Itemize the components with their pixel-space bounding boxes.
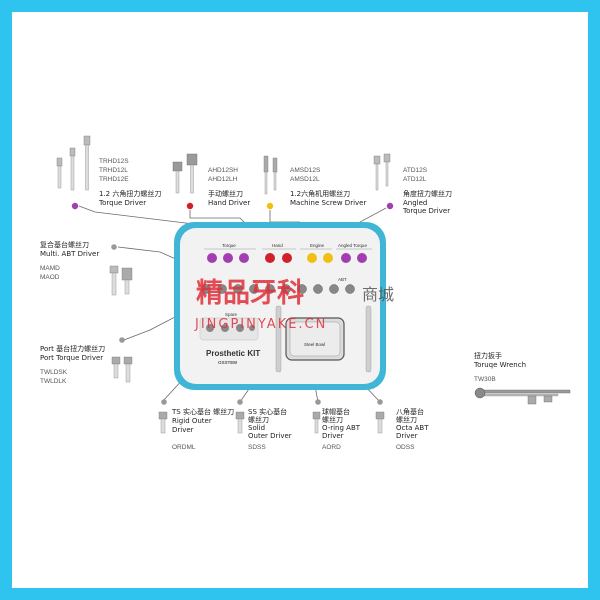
hand-driver-code-2: AHD12LH: [208, 176, 238, 183]
rigid-outer-driver-name-cn: TS 实心基台 螺丝刀: [171, 407, 234, 416]
torque-driver-code-1: TRHD12S: [99, 158, 129, 165]
torque-wrench-name-en: Toruqe Wrench: [473, 361, 526, 369]
angled-torque-driver-illustration: [373, 153, 394, 210]
octa-abt-driver-name-en-1: Octa ABT: [396, 424, 429, 432]
kit-brand: OSSTEM: [218, 360, 237, 365]
machine-screw-driver-illustration: [263, 155, 278, 210]
multi-abt-driver-code-2: MAOD: [40, 274, 60, 281]
kit-label-spare: Spare: [225, 312, 238, 317]
kit-label-engine: Engine: [310, 243, 325, 248]
torque-driver-name-cn: 1.2 六角扭力螺丝刀: [99, 189, 161, 198]
oring-abt-driver-name-cn-1: 球帽基台: [322, 407, 350, 416]
rigid-outer-driver-code: ORDML: [172, 444, 196, 451]
machine-screw-driver-name-cn: 1.2六角机用螺丝刀: [290, 189, 350, 198]
watermark-mall: 商城: [362, 285, 394, 304]
multi-abt-driver-code-1: MAMD: [40, 265, 60, 272]
oring-abt-driver-code: AORD: [322, 444, 341, 451]
angled-torque-driver-name-en-1: Angled: [403, 199, 427, 207]
machine-screw-driver-code-1: AMSD12S: [290, 167, 321, 174]
port-torque-driver-illustration: [111, 356, 133, 383]
octa-abt-driver-illustration: [375, 411, 385, 434]
multi-abt-driver-name-cn: 复合基台螺丝刀: [40, 240, 89, 249]
oring-abt-driver-illustration: [312, 411, 321, 434]
torque-wrench-illustration: [474, 387, 571, 405]
oring-abt-driver-name-cn-2: 螺丝刀: [322, 415, 343, 424]
kit-label-angled-torque: Angled Torque: [338, 243, 367, 248]
watermark-brand: 精品牙科: [196, 278, 304, 309]
angled-torque-driver-color-dot: [386, 202, 394, 210]
torque-wrench-name-cn: 扭力扳手: [474, 351, 502, 360]
hand-driver-name-en: Hand Driver: [208, 199, 250, 207]
port-torque-driver-name-cn: Port 基台扭力螺丝刀: [40, 344, 105, 353]
torque-driver-illustration: [56, 135, 91, 210]
hand-driver-color-dot: [186, 202, 194, 210]
hand-driver-illustration: [172, 153, 198, 210]
machine-screw-driver-code-2: AMSD12L: [290, 176, 320, 183]
solid-outer-driver-name-cn-1: SS 实心基台: [248, 407, 287, 416]
watermark-url: JINGPINYAKE.CN: [194, 317, 327, 332]
solid-outer-driver-name-cn-2: 螺丝刀: [248, 415, 269, 424]
torque-driver-code-2: TRHD12L: [99, 167, 128, 174]
kit-steel-bowl-label: Steel Bowl: [304, 342, 325, 347]
octa-abt-driver-name-cn-2: 螺丝刀: [396, 415, 417, 424]
solid-outer-driver-name-en-2: Outer Driver: [248, 432, 292, 440]
torque-driver-name-en: Torque Driver: [98, 199, 146, 207]
multi-abt-driver-dot: [111, 244, 117, 250]
angled-torque-driver-code-2: ATD12L: [403, 176, 427, 183]
octa-abt-driver-name-cn-1: 八角基台: [396, 407, 424, 416]
torque-wrench-code: TW30B: [474, 376, 496, 383]
angled-torque-driver-name-en-2: Torque Driver: [402, 207, 450, 215]
multi-abt-driver-illustration: [109, 265, 133, 296]
angled-torque-driver-name-cn: 角度扭力螺丝刀: [403, 189, 452, 198]
kit-label-hand: Hand: [272, 243, 283, 248]
kit-label-abt: ABT: [338, 277, 347, 282]
port-torque-driver-code-2: TWLDLK: [40, 378, 67, 385]
octa-abt-driver-name-en-2: Driver: [396, 432, 418, 440]
hand-driver-code-1: AHD12SH: [208, 167, 238, 174]
kit-title: Prosthetic KIT: [206, 349, 260, 358]
port-torque-driver-name-en: Port Torque Driver: [40, 354, 103, 362]
machine-screw-driver-name-en: Machine Screw Driver: [290, 199, 366, 207]
angled-torque-driver-code-1: ATD12S: [403, 167, 428, 174]
rigid-outer-driver-illustration: [158, 411, 168, 434]
torque-driver-color-dot: [71, 202, 79, 210]
octa-abt-driver-code: ODSS: [396, 444, 415, 451]
oring-abt-driver-name-en-1: O-ring ABT: [322, 424, 361, 432]
rigid-outer-driver-name-en-1: Rigid Outer: [172, 417, 212, 425]
oring-abt-driver-name-en-2: Driver: [322, 432, 344, 440]
multi-abt-driver-name-en: Multi. ABT Driver: [40, 250, 99, 258]
port-torque-driver-code-1: TWLDSK: [40, 369, 68, 376]
prosthetic-kit-tray: Torque Hand Engine Angled Torque ABT Spa…: [174, 222, 386, 390]
kit-label-torque: Torque: [222, 243, 236, 248]
hand-driver-name-cn: 手动螺丝刀: [208, 189, 243, 198]
solid-outer-driver-name-en-1: Solid: [248, 424, 265, 432]
machine-screw-driver-color-dot: [266, 202, 274, 210]
port-torque-driver-dot: [119, 337, 125, 343]
torque-driver-code-3: TRHD12E: [99, 176, 129, 183]
rigid-outer-driver-name-en-2: Driver: [172, 426, 194, 434]
solid-outer-driver-illustration: [235, 411, 245, 434]
watermark: 精品牙科 商城 JINGPINYAKE.CN: [194, 278, 394, 332]
solid-outer-driver-code: SDSS: [248, 444, 266, 451]
